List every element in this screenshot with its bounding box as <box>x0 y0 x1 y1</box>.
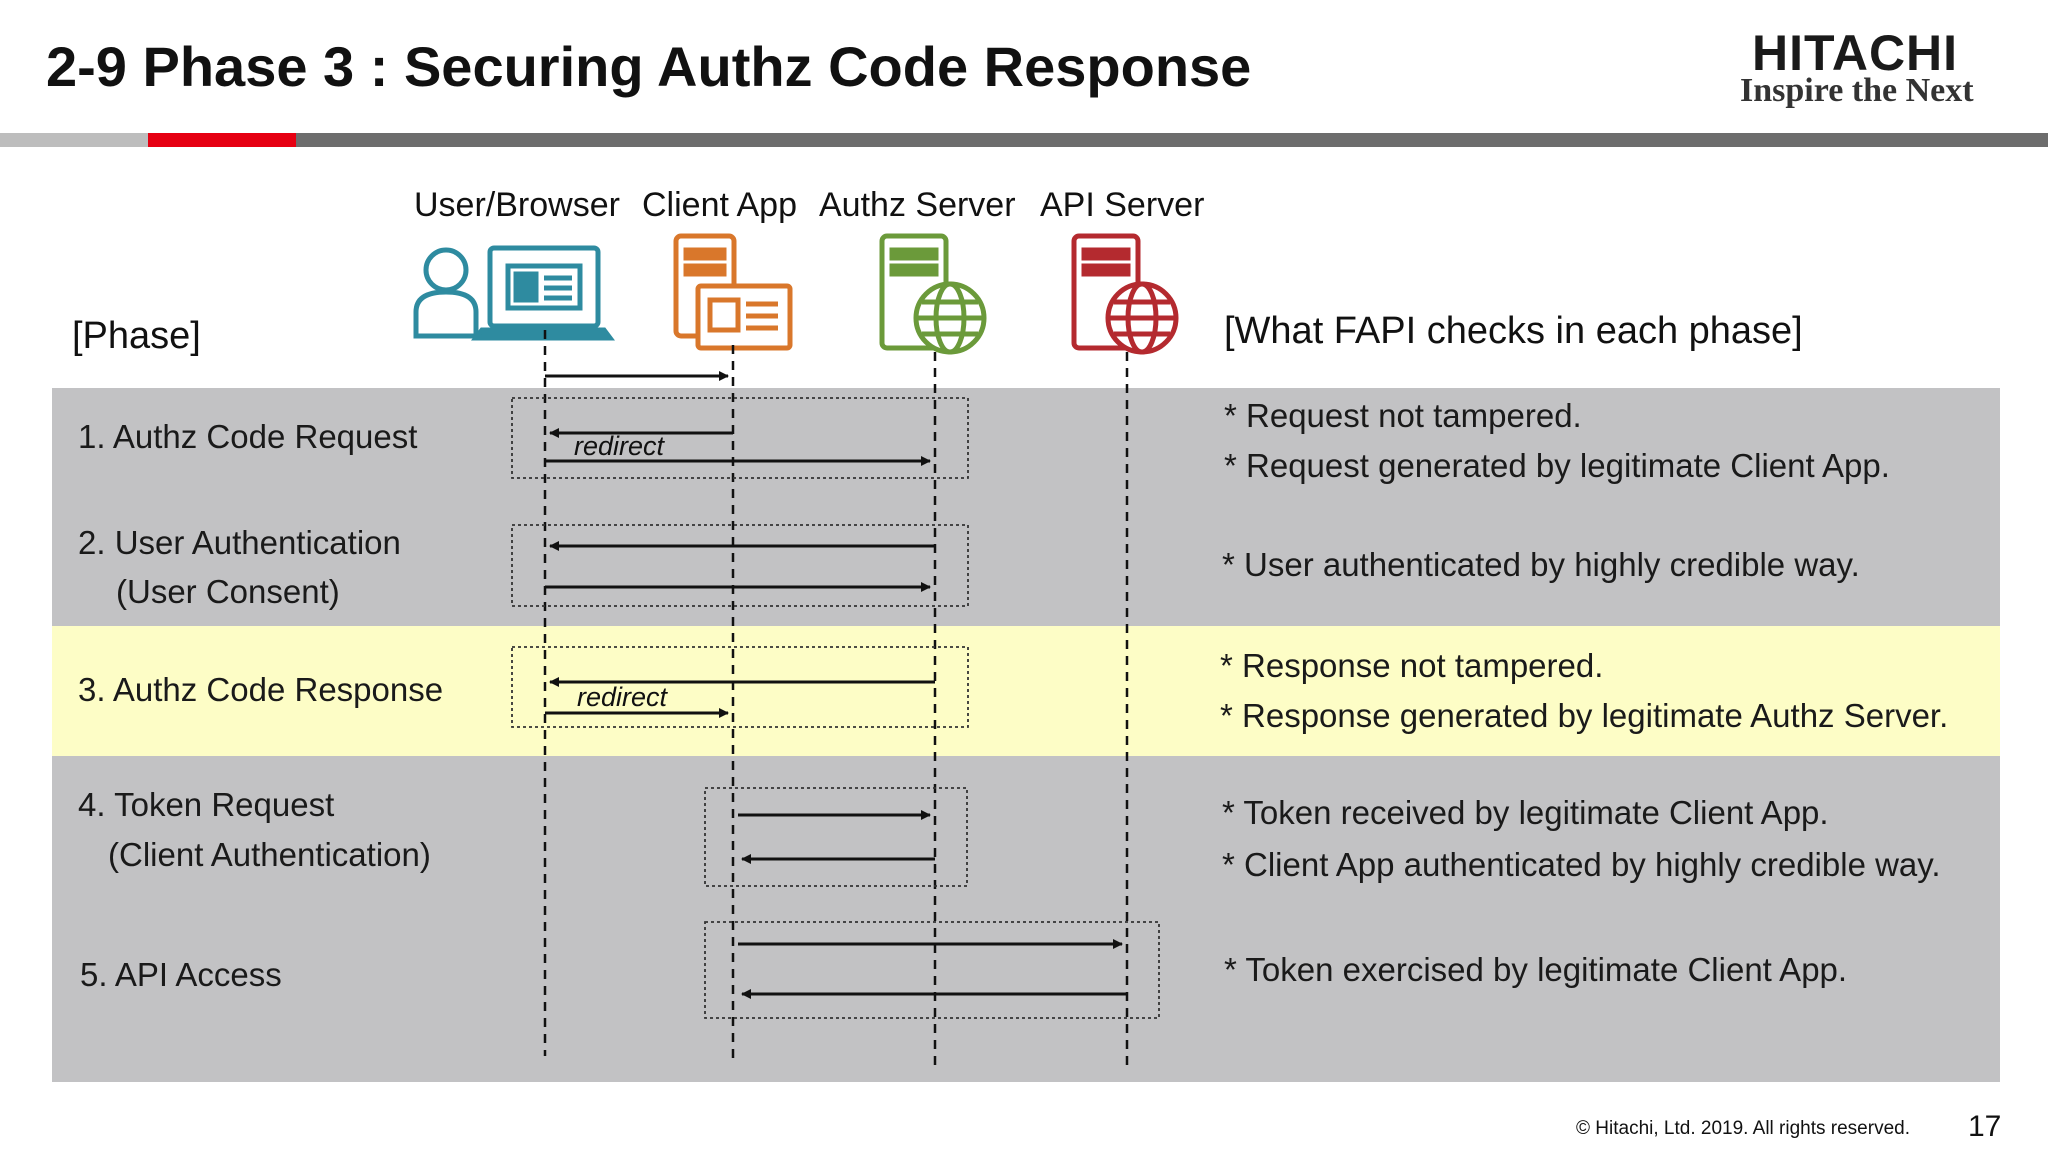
checks-header: [What FAPI checks in each phase] <box>1224 310 1803 352</box>
actor-label-client-app: Client App <box>642 186 797 224</box>
phase-5-label: 5. API Access <box>80 956 282 993</box>
redirect-label-phase-1: redirect <box>574 431 665 461</box>
phase-3-label: 3. Authz Code Response <box>78 671 444 708</box>
check-4a: * Token received by legitimate Client Ap… <box>1222 794 1829 831</box>
phase-4-box <box>704 787 968 887</box>
phase-3-box <box>511 646 969 728</box>
header-divider <box>0 133 2048 147</box>
phase-4-sublabel: (Client Authentication) <box>108 836 431 873</box>
phase-2-label: 2. User Authentication <box>78 524 401 561</box>
page-title: 2-9 Phase 3 : Securing Authz Code Respon… <box>46 35 1252 98</box>
check-3a: * Response not tampered. <box>1220 647 1604 684</box>
phase-1-box <box>511 397 969 479</box>
phase-header: [Phase] <box>72 315 201 357</box>
logo-tagline: Inspire the Next <box>1740 72 1974 109</box>
user-browser-icon <box>413 245 615 341</box>
phase-2-sublabel: (User Consent) <box>116 573 340 610</box>
phase-4-label: 4. Token Request <box>78 786 335 823</box>
actor-label-user-browser: User/Browser <box>414 186 620 224</box>
phase-5-box <box>704 921 1160 1019</box>
redirect-label-phase-3: redirect <box>577 682 668 712</box>
authz-server-icon <box>879 233 987 355</box>
check-1b: * Request generated by legitimate Client… <box>1224 447 1890 484</box>
page-number: 17 <box>1968 1110 2002 1143</box>
hitachi-logo: HITACHI <box>1752 25 1959 81</box>
actor-label-api-server: API Server <box>1040 186 1205 224</box>
copyright-footer: © Hitachi, Ltd. 2019. All rights reserve… <box>1576 1118 1910 1139</box>
api-server-icon <box>1071 233 1179 355</box>
header-divider-accent <box>148 133 296 147</box>
phase-band-4-5 <box>52 756 2000 1082</box>
check-3b: * Response generated by legitimate Authz… <box>1220 697 1949 734</box>
phase-2-box <box>511 524 969 607</box>
phase-band-1-2 <box>52 388 2000 626</box>
check-4b: * Client App authenticated by highly cre… <box>1222 846 1941 883</box>
actor-label-authz-server: Authz Server <box>819 186 1016 224</box>
client-app-icon <box>673 233 793 351</box>
check-5: * Token exercised by legitimate Client A… <box>1224 951 1848 988</box>
phase-1-label: 1. Authz Code Request <box>78 418 418 455</box>
header-divider-light <box>0 133 148 147</box>
check-1a: * Request not tampered. <box>1224 397 1582 434</box>
phase-band-3-highlight <box>52 626 2000 756</box>
check-2: * User authenticated by highly credible … <box>1222 546 1860 583</box>
